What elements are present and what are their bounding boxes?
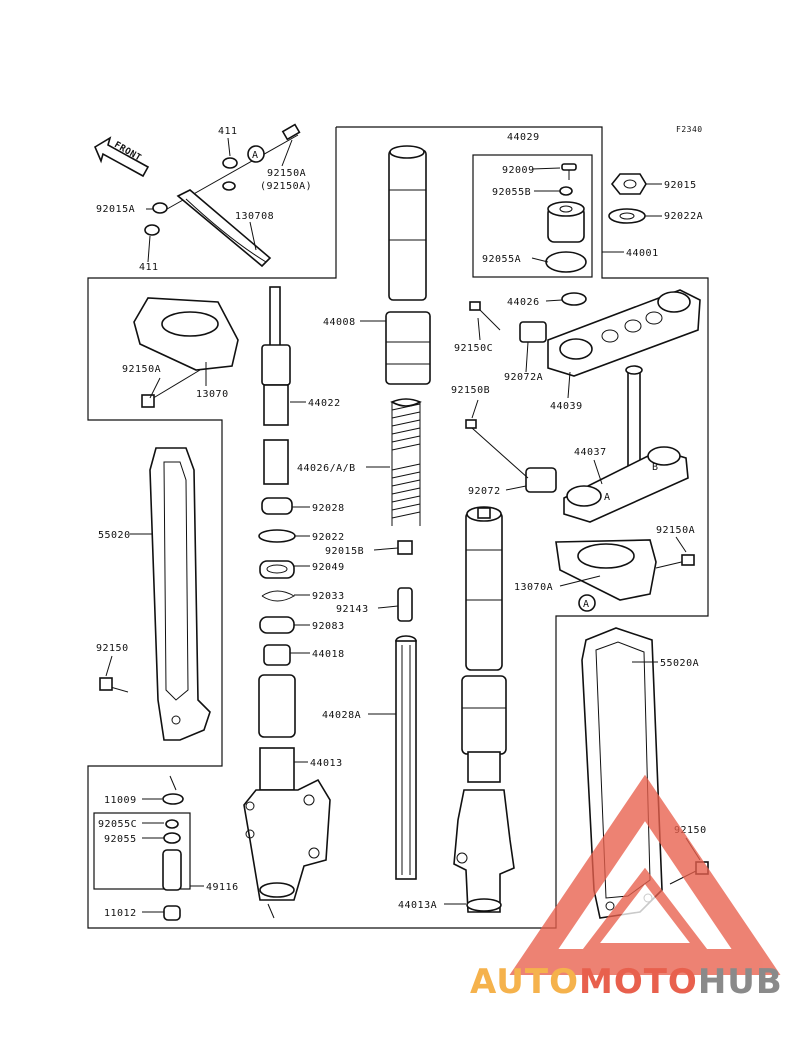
label-92055b: 92055B (492, 187, 531, 198)
label-44022: 44022 (308, 398, 341, 409)
label-92143: 92143 (336, 604, 369, 615)
label-44013a: 44013A (398, 900, 437, 911)
label-92150b: 92150B (451, 385, 490, 396)
label-411-top: 411 (218, 126, 238, 137)
label-44039: 44039 (550, 401, 583, 412)
label-92150-1: 92150 (96, 643, 129, 654)
label-44026ab: 44026/A/B (297, 463, 356, 474)
label-92150a-2: 92150A (122, 364, 161, 375)
label-92022a: 92022A (664, 211, 703, 222)
label-92072: 92072 (468, 486, 501, 497)
nut-and-washer (608, 173, 647, 224)
fork-clamp-right: A (555, 539, 695, 612)
svg-text:A: A (604, 492, 611, 503)
watermark-auto: AUTO (470, 962, 579, 1002)
label-44008: 44008 (323, 317, 356, 328)
fork-clamp-left (133, 297, 239, 408)
diagram-code: F2340 (676, 125, 703, 134)
label-92150-2: 92150 (674, 825, 707, 836)
nut-92015b (397, 540, 413, 555)
label-92150c: 92150C (454, 343, 493, 354)
right-fork-tube (453, 506, 515, 913)
cartridge-rod (261, 286, 291, 485)
label-44037: 44037 (574, 447, 607, 458)
seal-stack (258, 497, 296, 666)
label-92055c: 92055C (98, 819, 137, 830)
label-130708: 130708 (235, 211, 274, 222)
label-49116: 49116 (206, 882, 239, 893)
label-92055: 92055 (104, 834, 137, 845)
label-11012: 11012 (104, 908, 137, 919)
label-44018: 44018 (312, 649, 345, 660)
watermark-logo: AUTOMOTOHUB (470, 774, 783, 1002)
label-44026: 44026 (507, 297, 540, 308)
label-11009: 11009 (104, 795, 137, 806)
frame-lines (87, 126, 709, 929)
label-92150a-1: 92150A (267, 168, 306, 179)
cable-guide-assembly: A (144, 123, 301, 268)
damper-rod (395, 635, 417, 880)
label-44001: 44001 (626, 248, 659, 259)
label-92150a-3: 92150A (656, 525, 695, 536)
label-55020a: 55020A (660, 658, 699, 669)
label-92083: 92083 (312, 621, 345, 632)
upper-fork-tube (385, 145, 431, 385)
lower-triple-clamp: A B (465, 365, 689, 523)
watermark-moto: MOTO (579, 962, 698, 1002)
ref-a-label-1: A (252, 150, 259, 161)
label-92072a: 92072A (504, 372, 543, 383)
label-92009: 92009 (502, 165, 535, 176)
upper-triple-clamp (469, 289, 701, 377)
watermark-hub: HUB (698, 962, 783, 1002)
label-92150a-paren: (92150A) (260, 181, 312, 192)
label-92015: 92015 (664, 180, 697, 191)
valve-group (162, 775, 184, 921)
adjuster-group (545, 163, 587, 273)
label-92028: 92028 (312, 503, 345, 514)
label-411-bottom: 411 (139, 262, 159, 273)
label-92049: 92049 (312, 562, 345, 573)
label-92033: 92033 (312, 591, 345, 602)
svg-text:AUTOMOTOHUB: AUTOMOTOHUB (470, 962, 783, 1002)
fork-spring (390, 398, 422, 526)
label-44029: 44029 (507, 132, 540, 143)
label-92015b: 92015B (325, 546, 364, 557)
front-arrow: FRONT (93, 136, 150, 178)
label-13070a: 13070A (514, 582, 553, 593)
label-55020: 55020 (98, 530, 131, 541)
label-44013: 44013 (310, 758, 343, 769)
label-92022: 92022 (312, 532, 345, 543)
label-92015a: 92015A (96, 204, 135, 215)
svg-text:B: B (652, 462, 659, 473)
label-13070: 13070 (196, 389, 229, 400)
part-labels: F2340 411 92150A (92150A) 92015A 130708 … (96, 125, 707, 919)
collar-92143 (397, 587, 413, 622)
ref-a-label-2: A (583, 599, 590, 610)
label-44028a: 44028A (322, 710, 361, 721)
label-92055a: 92055A (482, 254, 521, 265)
fork-guard-left (99, 447, 211, 741)
watermark-triangle-icon (509, 774, 781, 975)
lower-fork-leg-left (243, 674, 331, 919)
